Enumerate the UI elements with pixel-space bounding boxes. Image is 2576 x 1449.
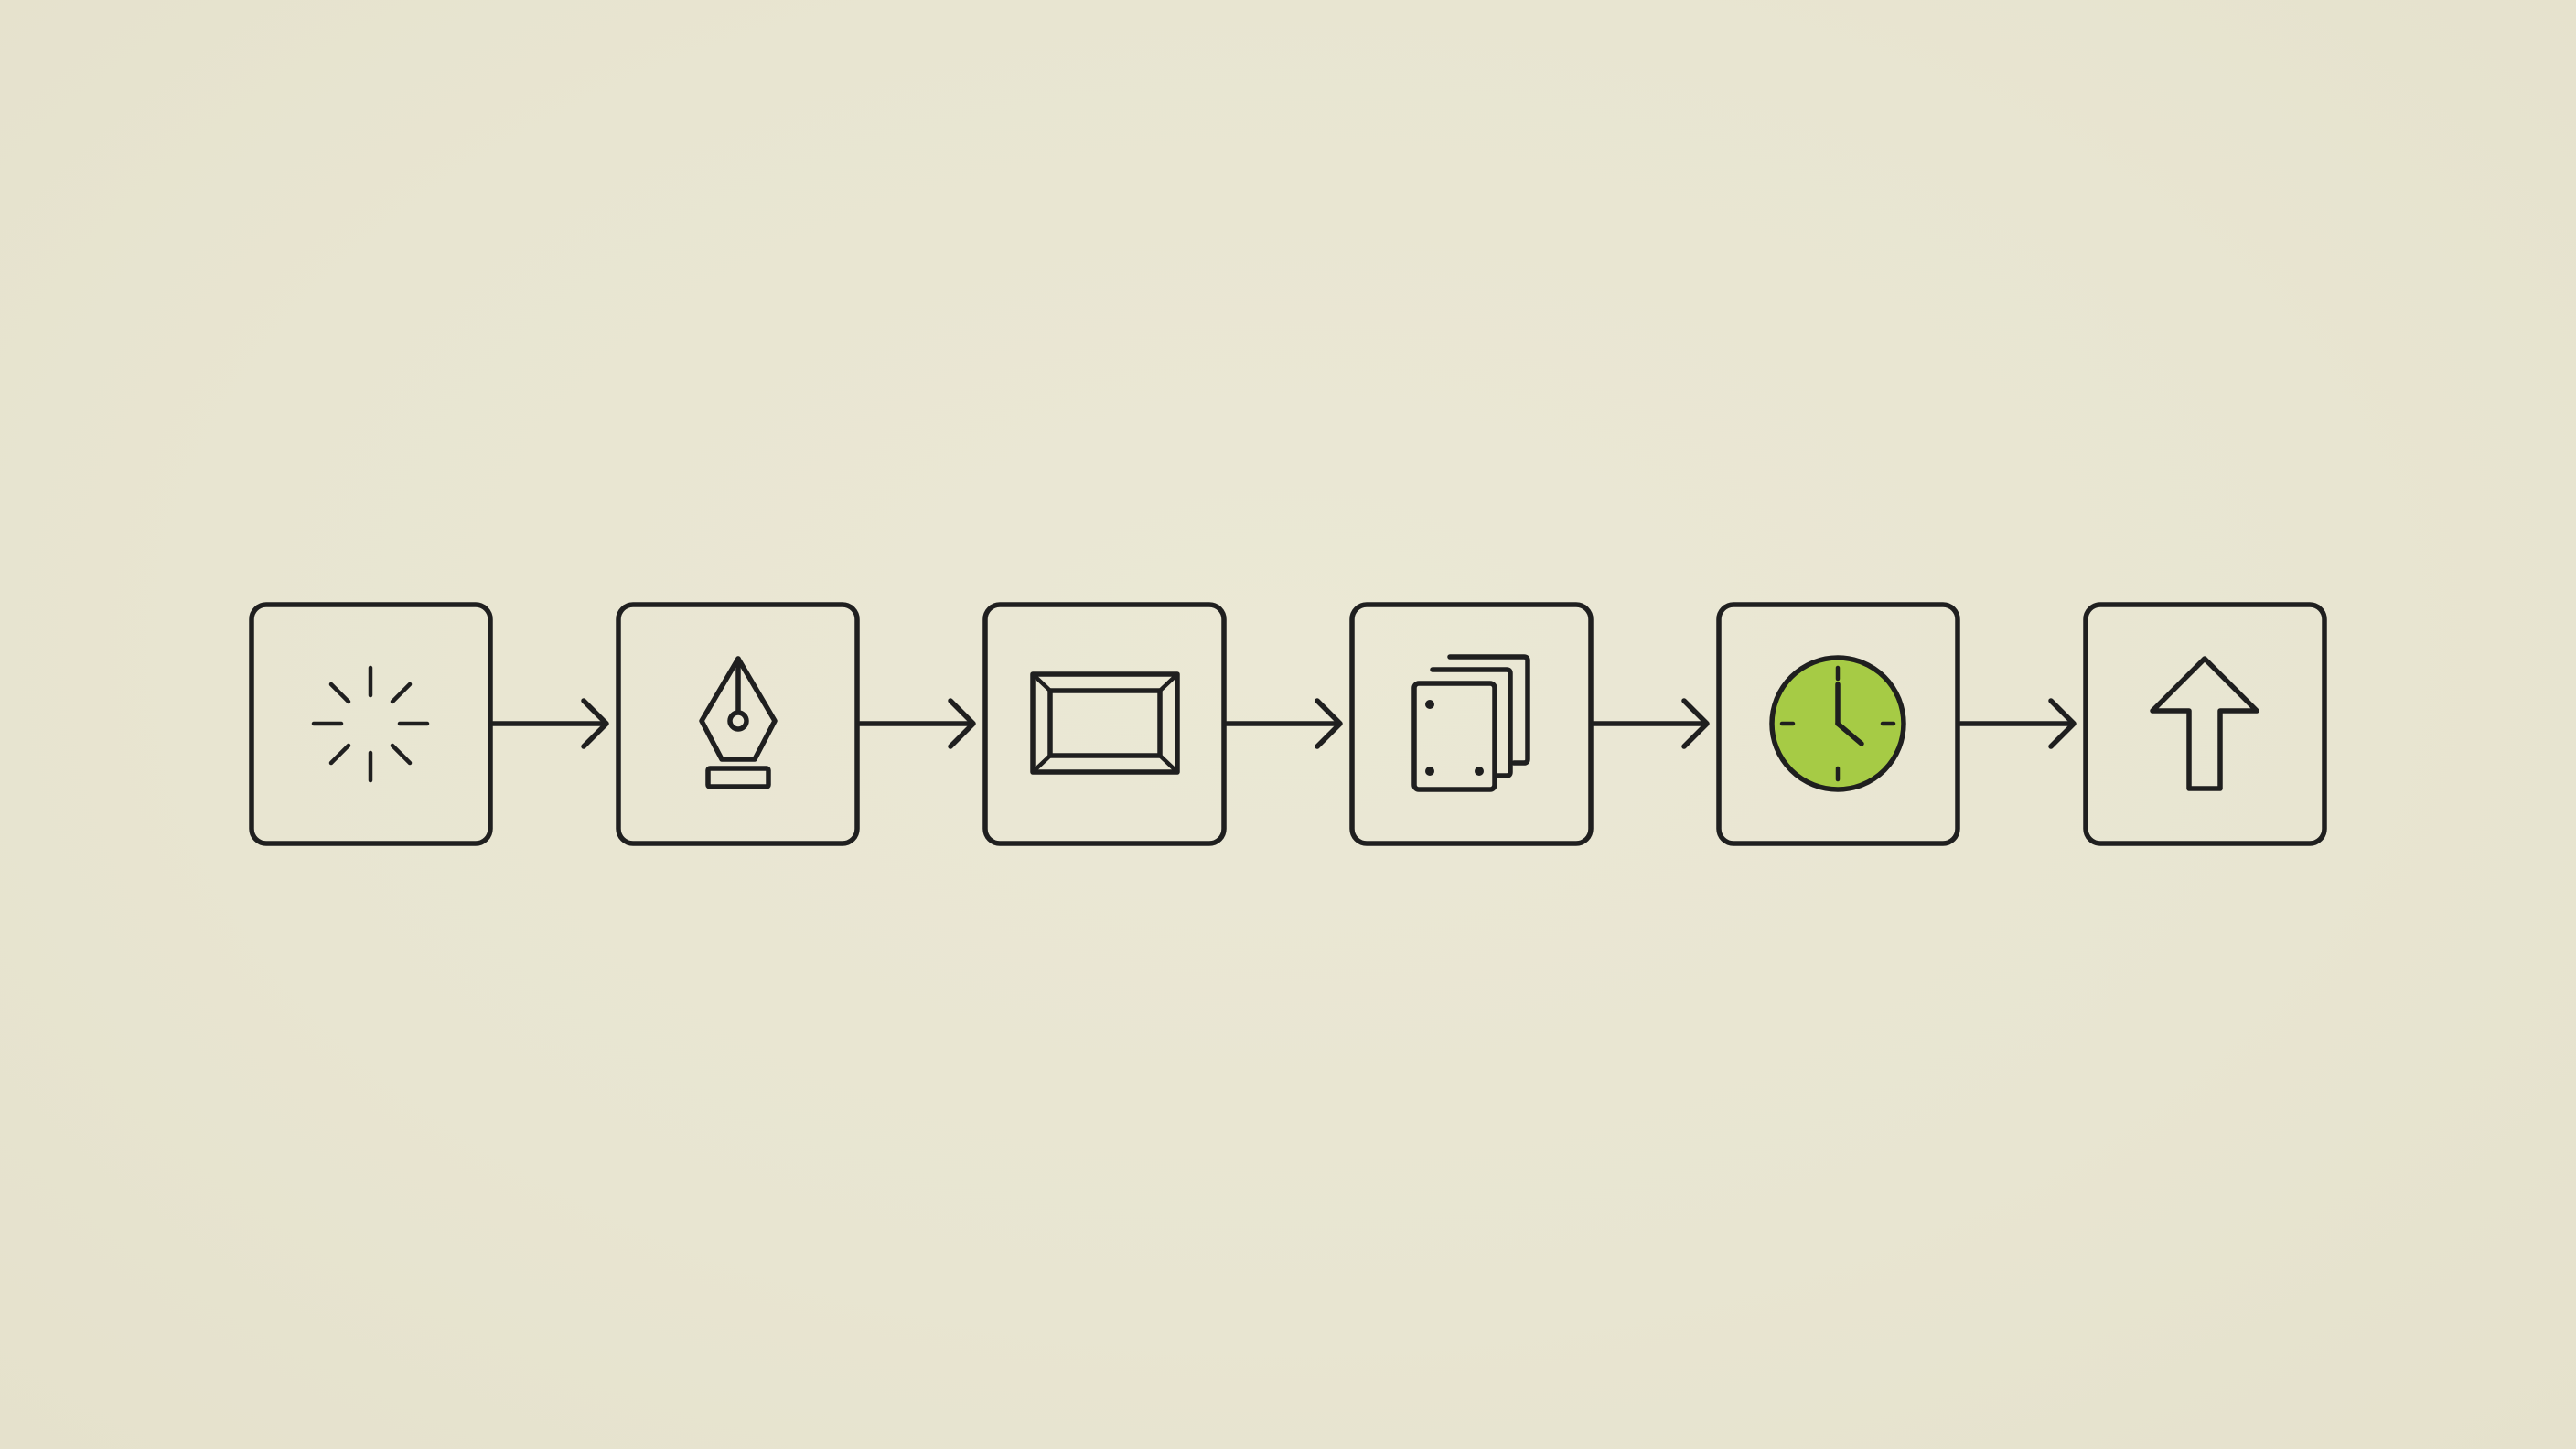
arrow-right-icon (1224, 698, 1343, 749)
pen-nib-icon (699, 656, 778, 789)
step-4-box (1349, 602, 1594, 846)
step-2-box (616, 602, 860, 846)
stacked-pages-icon (1411, 654, 1530, 792)
step-3-box (982, 602, 1227, 846)
step-1-box (249, 602, 493, 846)
arrow-right-icon (1958, 698, 2077, 749)
arrow-up-icon (2150, 656, 2259, 791)
arrow-right-icon (857, 698, 976, 749)
sparkle-icon (311, 665, 430, 783)
arrow-right-icon (490, 698, 609, 749)
arrow-right-icon (1591, 698, 1710, 749)
clock-icon (1769, 655, 1906, 792)
frame-icon (1030, 671, 1180, 775)
step-6-box (2083, 602, 2327, 846)
step-5-box (1716, 602, 1960, 846)
